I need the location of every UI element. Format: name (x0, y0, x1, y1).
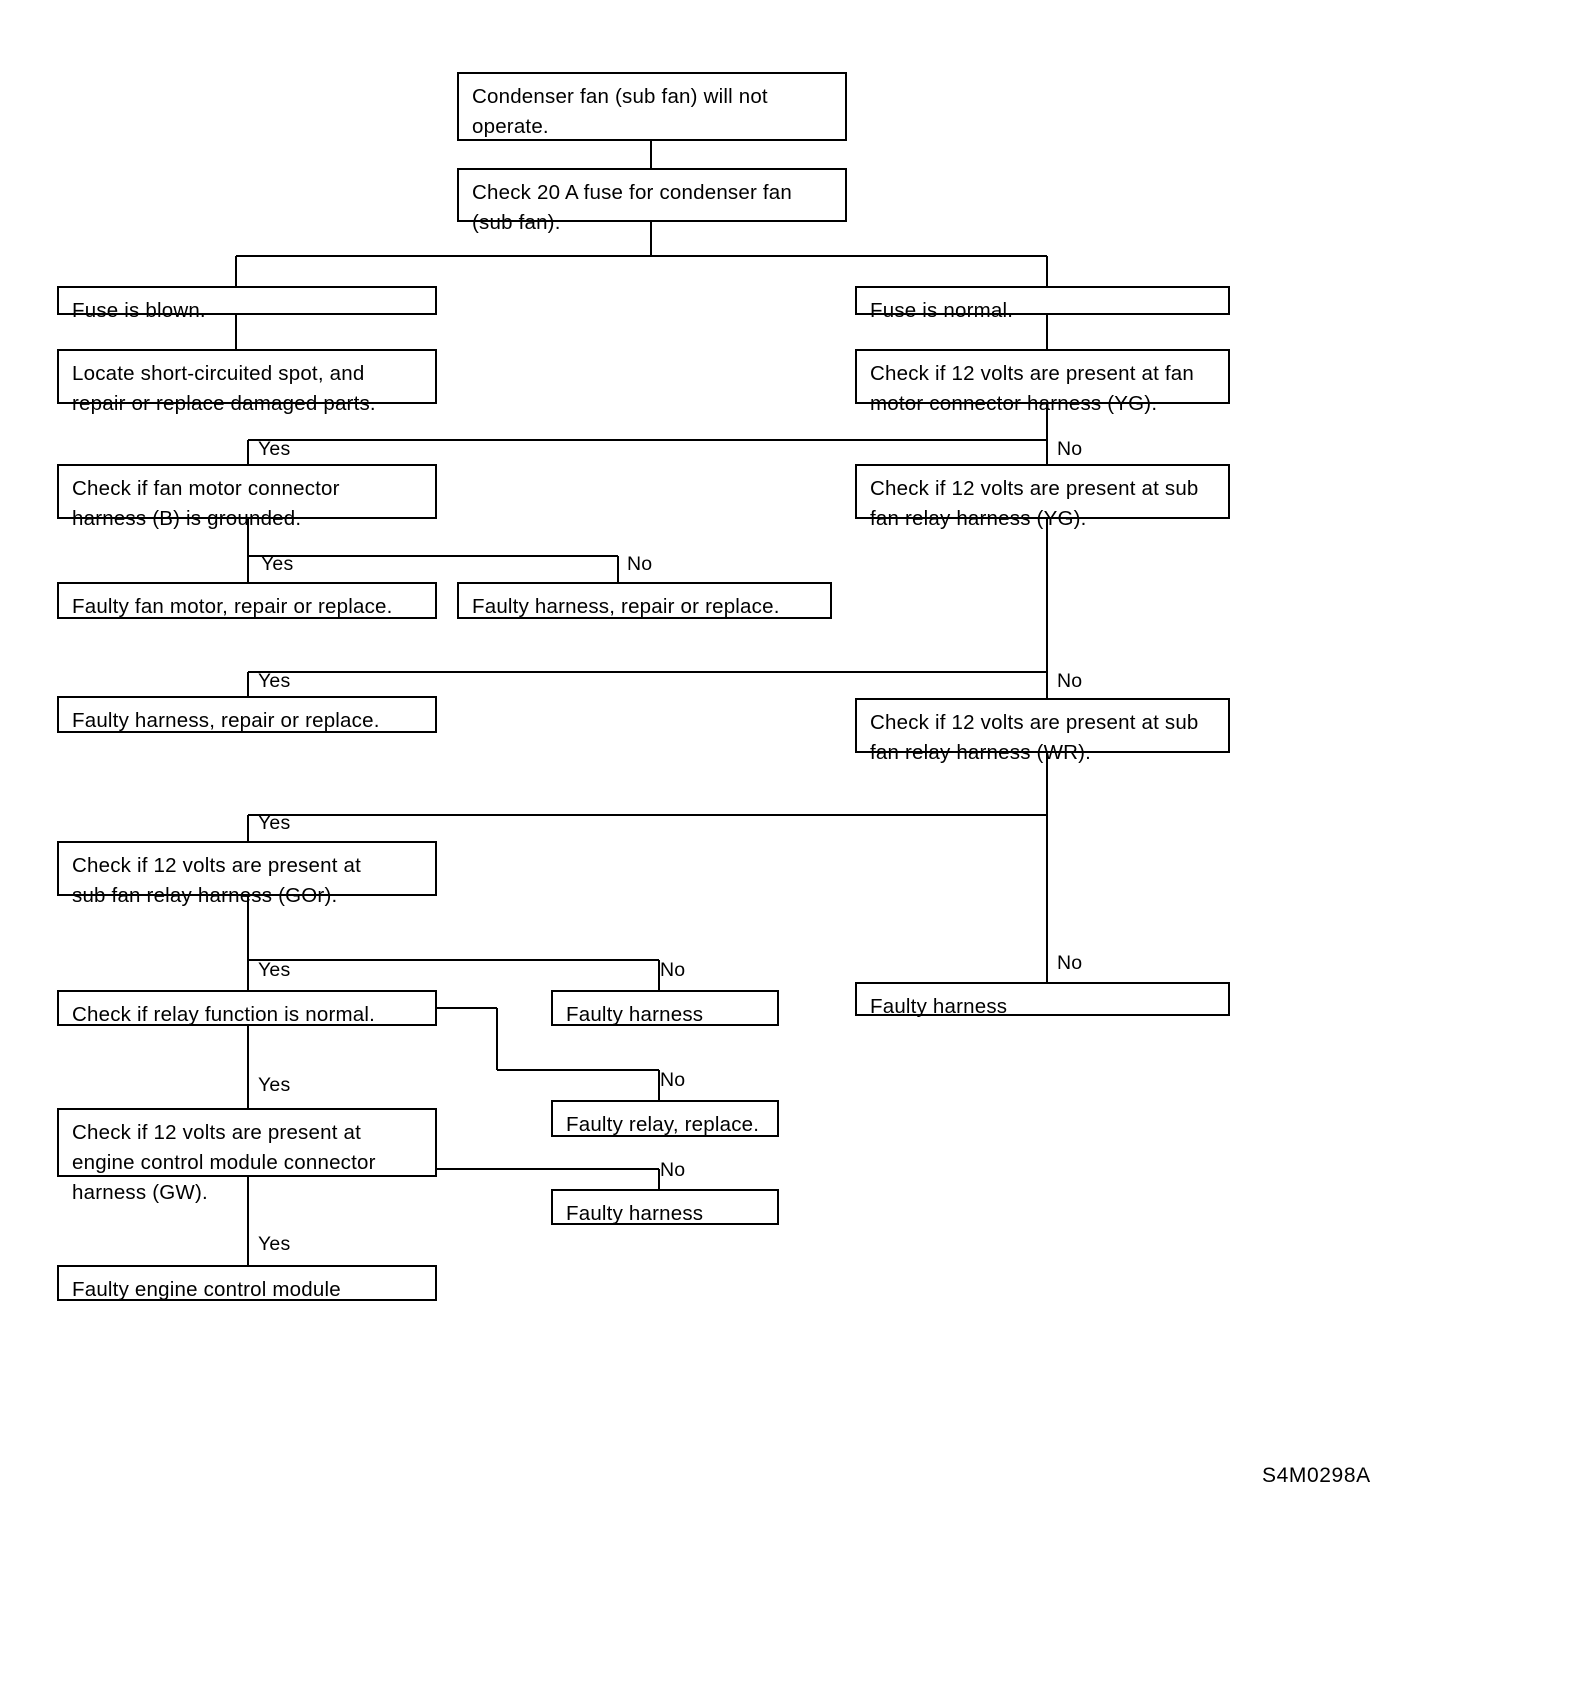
edge-label-no-3: No (1057, 670, 1083, 692)
edge-label-yes-4: Yes (258, 812, 291, 834)
node-faulty-harness-2: Faulty harness (551, 1189, 779, 1225)
node-faulty-harness-right: Faulty harness (855, 982, 1230, 1018)
node-check-fuse: Check 20 A fuse for condenser fan (sub f… (457, 168, 847, 234)
edge-label-yes-7: Yes (258, 1233, 291, 1255)
node-check-fan-motor-yg: Check if 12 volts are present at fan mot… (855, 349, 1230, 415)
node-faulty-relay: Faulty relay, replace. (551, 1100, 779, 1137)
edge-label-no-2: No (627, 553, 653, 575)
node-check-relay-yg: Check if 12 volts are present at sub fan… (855, 464, 1230, 530)
node-check-relay-function: Check if relay function is normal. (57, 990, 437, 1026)
edge-label-no-5: No (660, 1069, 686, 1091)
node-faulty-fan-motor: Faulty fan motor, repair or replace. (57, 582, 437, 619)
node-check-relay-wr: Check if 12 volts are present at sub fan… (855, 698, 1230, 764)
edge-label-yes-1: Yes (258, 438, 291, 460)
node-faulty-harness-repair-1: Faulty harness, repair or replace. (457, 582, 832, 619)
edge-label-no-4: No (660, 959, 686, 981)
edge-label-yes-3: Yes (258, 670, 291, 692)
figure-code: S4M0298A (1262, 1464, 1371, 1487)
node-start: Condenser fan (sub fan) will not operate… (457, 72, 847, 141)
node-check-ecm-gw: Check if 12 volts are present at engine … (57, 1108, 437, 1204)
node-locate-short: Locate short-circuited spot, and repair … (57, 349, 437, 415)
edge-label-yes-6: Yes (258, 1074, 291, 1096)
edge-label-yes-5: Yes (258, 959, 291, 981)
edge-label-no-right: No (1057, 952, 1083, 974)
edge-label-no-1: No (1057, 438, 1083, 460)
node-check-fan-motor-b-grounded: Check if fan motor connector harness (B)… (57, 464, 437, 530)
node-check-relay-gor: Check if 12 volts are present at sub fan… (57, 841, 437, 907)
edge-label-no-6: No (660, 1159, 686, 1181)
node-faulty-harness-repair-2: Faulty harness, repair or replace. (57, 696, 437, 733)
node-fuse-normal: Fuse is normal. (855, 286, 1230, 322)
node-fuse-blown: Fuse is blown. (57, 286, 437, 322)
node-faulty-harness-1: Faulty harness (551, 990, 779, 1026)
edge-label-yes-2: Yes (261, 553, 294, 575)
node-faulty-engine-control-module: Faulty engine control module (57, 1265, 437, 1301)
